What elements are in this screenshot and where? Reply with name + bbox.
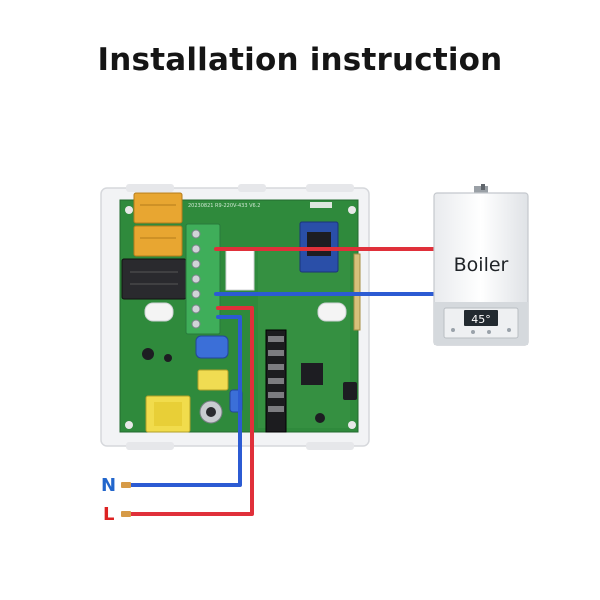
pcb-window-cutout <box>225 247 255 291</box>
live-label: L <box>103 504 114 525</box>
boiler-unit: 45° Boiler <box>433 184 529 346</box>
power-components <box>142 335 325 433</box>
live-wire-tip <box>121 511 131 517</box>
boiler-display-readout: 45° <box>471 313 491 326</box>
neutral-label: N <box>101 475 116 496</box>
boiler-label: Boiler <box>454 254 509 276</box>
neutral-wire-tip <box>121 482 131 488</box>
neutral-wire-input <box>128 315 242 487</box>
page-title: Installation instruction <box>97 42 503 78</box>
relay-components <box>121 192 187 300</box>
pcb-silkscreen: 20230821 R9-220V-433 V6.2 <box>188 203 260 209</box>
live-wire-input <box>128 306 254 516</box>
terminal-block <box>185 223 221 335</box>
